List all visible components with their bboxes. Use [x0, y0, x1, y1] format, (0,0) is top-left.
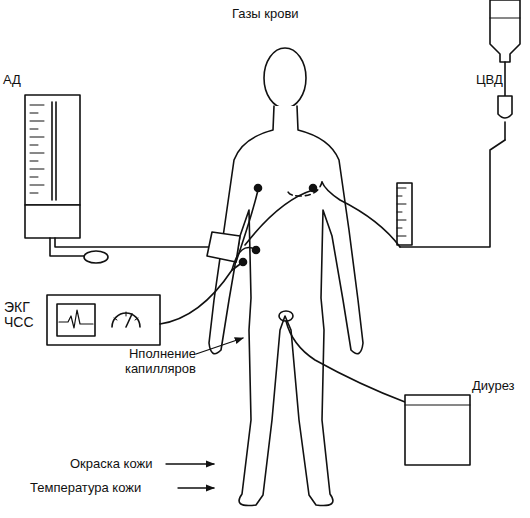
- sphygmomanometer-part-part: [30, 161, 38, 162]
- sphygmomanometer-part-part: [30, 129, 38, 130]
- urine-collection-part: [286, 321, 405, 402]
- cvp-system-part-part: [397, 220, 406, 221]
- top-label: Газы крови: [232, 6, 299, 21]
- cvp-label: ЦВД: [476, 72, 503, 87]
- ecg-monitor: [47, 185, 317, 346]
- skin-color-label: Окраска кожи: [70, 456, 152, 471]
- human-figure-part: [209, 106, 363, 506]
- sphygmomanometer-part: [50, 238, 85, 256]
- sphygmomanometer-part-part: [30, 177, 38, 178]
- sphygmomanometer-part: [25, 205, 80, 238]
- urine-collection-part: [279, 311, 293, 321]
- ecg-monitor-part-part: [126, 312, 127, 316]
- cvp-system-part-part: [397, 188, 406, 189]
- sphygmomanometer-part-part: [30, 169, 44, 170]
- urine-collection: [279, 311, 470, 465]
- ecg-monitor-part: [112, 313, 140, 327]
- cvp-system-part: [490, 18, 520, 19]
- capillary-label: Нполнение капилляров: [96, 346, 196, 376]
- diuresis-label: Диурез: [472, 378, 515, 393]
- sphygmomanometer-part: [55, 102, 57, 200]
- sphygmomanometer-part-part: [30, 193, 38, 194]
- sphygmomanometer-part: [84, 251, 108, 263]
- monitoring-illustration-part: [25, 0, 520, 506]
- ecg-monitor-part: [255, 185, 262, 192]
- ecg-label: ЭКГ ЧСС: [4, 300, 42, 330]
- ecg-monitor-part: [114, 312, 138, 320]
- cvp-system-part: [322, 182, 400, 247]
- ecg-monitor-part: [160, 262, 243, 324]
- sphygmomanometer-part-part: [30, 137, 44, 138]
- ecg-monitor-part: [59, 310, 93, 328]
- sphygmomanometer-part-part: [30, 105, 44, 106]
- cvp-system-part: [397, 188, 406, 236]
- cvp-system-part: [288, 182, 322, 196]
- sphygmomanometer: [25, 95, 240, 263]
- cvp-system-part-part: [397, 204, 406, 205]
- urine-collection-part: [405, 405, 470, 406]
- sphygmomanometer-part-part: [30, 113, 38, 114]
- ecg-monitor-part-part: [135, 318, 138, 320]
- sphygmomanometer-part-part: [30, 185, 44, 186]
- sphygmomanometer-part-part: [30, 121, 44, 122]
- skin-temp-label: Температура кожи: [30, 480, 141, 495]
- cvp-system-part: [504, 62, 506, 96]
- sphygmomanometer-part: [25, 95, 80, 205]
- leader-arrows-part: [178, 487, 214, 488]
- sphygmomanometer-part-part: [30, 145, 38, 146]
- cvp-system-part: [397, 183, 412, 245]
- leader-arrows-part: [196, 338, 243, 354]
- sphygmomanometer-part: [55, 238, 212, 247]
- cvp-system-part: [490, 0, 520, 62]
- sphygmomanometer-part-part: [30, 153, 44, 154]
- ecg-monitor-part: [310, 185, 317, 192]
- ecg-monitor-part-part: [114, 318, 117, 320]
- urine-collection-part: [405, 395, 470, 465]
- sphygmomanometer-part: [51, 102, 53, 200]
- cvp-system-part: [400, 140, 505, 247]
- ecg-monitor-part: [126, 314, 132, 327]
- cvp-system-part-part: [397, 212, 402, 213]
- cvp-system-part-part: [397, 236, 406, 237]
- cvp-system-part: [504, 122, 506, 140]
- cvp-system-part-part: [397, 196, 402, 197]
- bp-label: АД: [3, 72, 21, 87]
- cvp-system-part: [498, 96, 512, 118]
- cuff: [207, 232, 240, 262]
- ecg-monitor-part: [245, 190, 313, 245]
- human-figure-part: [264, 48, 306, 108]
- leader-arrows-part: [166, 463, 214, 464]
- ecg-monitor-part: [57, 304, 95, 336]
- sphygmomanometer-part: [30, 105, 44, 193]
- ecg-monitor-part: [240, 259, 247, 266]
- human-figure: [209, 48, 363, 506]
- ecg-monitor-part: [47, 295, 160, 345]
- cvp-system: [288, 0, 520, 247]
- cvp-system-part-part: [397, 228, 402, 229]
- ecg-monitor-part: [253, 247, 260, 254]
